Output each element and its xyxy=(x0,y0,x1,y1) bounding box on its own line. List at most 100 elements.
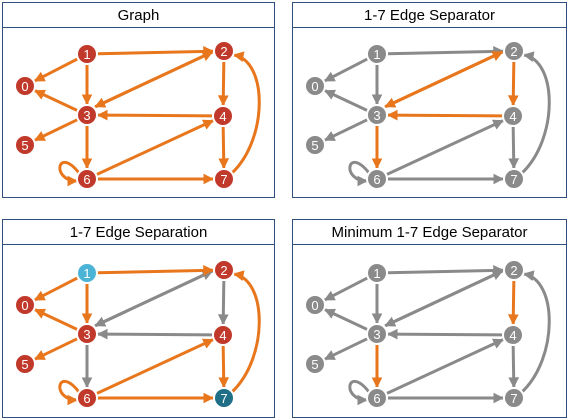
node-circle xyxy=(502,105,524,127)
graph-node-1: 1 xyxy=(366,262,388,284)
node-circle xyxy=(304,353,326,375)
panel-title-text: 1-7 Edge Separator xyxy=(364,6,495,24)
node-circle xyxy=(76,262,98,284)
edge-2-to-3 xyxy=(384,50,503,109)
graph-node-0: 0 xyxy=(14,294,36,316)
panel-title: Graph xyxy=(2,2,275,28)
node-label: 6 xyxy=(83,391,90,406)
node-label: 1 xyxy=(373,47,380,62)
edge-6-to-4 xyxy=(96,338,214,395)
node-circle xyxy=(503,40,525,62)
edge-4-to-7 xyxy=(508,345,520,389)
node-circle xyxy=(76,387,98,409)
edge-1-to-0 xyxy=(323,276,368,302)
node-label: 3 xyxy=(373,108,380,123)
graph-node-4: 4 xyxy=(212,324,234,346)
edge-2-to-4 xyxy=(507,61,519,107)
edge-3-to-0 xyxy=(323,89,368,112)
node-circle xyxy=(213,259,235,281)
node-label: 5 xyxy=(311,357,318,372)
graph-node-5: 5 xyxy=(14,353,36,375)
node-circle xyxy=(76,43,98,65)
panel-title: 1-7 Edge Separator xyxy=(292,2,567,28)
node-label: 5 xyxy=(311,138,318,153)
graph-node-3: 3 xyxy=(76,104,98,126)
edge-3-to-5 xyxy=(323,337,368,361)
edge-3-to-5 xyxy=(323,118,368,142)
edge-1-to-2 xyxy=(97,265,215,276)
node-circle xyxy=(366,323,388,345)
edge-7-to-2 xyxy=(230,270,261,394)
graph-node-4: 4 xyxy=(502,324,524,346)
node-label: 3 xyxy=(83,327,90,342)
edge-2-to-4 xyxy=(217,61,229,107)
edge-1-to-0 xyxy=(33,276,78,302)
edge-2-to-3 xyxy=(94,50,213,109)
edge-4-to-3 xyxy=(386,328,503,340)
node-circle xyxy=(503,259,525,281)
node-circle xyxy=(14,75,36,97)
graph-node-3: 3 xyxy=(366,323,388,345)
graph-node-6: 6 xyxy=(76,168,98,190)
node-label: 6 xyxy=(373,172,380,187)
edge-4-to-3 xyxy=(96,109,213,121)
node-label: 7 xyxy=(220,172,227,187)
panel-title-text: 1-7 Edge Separation xyxy=(69,223,208,241)
graph-node-2: 2 xyxy=(503,40,525,62)
edge-3-to-5 xyxy=(33,337,78,361)
edge-4-to-7 xyxy=(508,126,520,170)
node-label: 0 xyxy=(311,79,318,94)
node-label: 2 xyxy=(510,44,517,59)
node-label: 7 xyxy=(220,391,227,406)
edge-3-to-0 xyxy=(323,308,368,331)
edge-6-to-4 xyxy=(386,119,504,176)
node-label: 6 xyxy=(373,391,380,406)
node-circle xyxy=(366,387,388,409)
node-label: 4 xyxy=(219,328,226,343)
node-label: 0 xyxy=(311,298,318,313)
graph-node-4: 4 xyxy=(502,105,524,127)
node-label: 4 xyxy=(509,328,516,343)
node-label: 5 xyxy=(21,357,28,372)
panel-title: Minimum 1-7 Edge Separator xyxy=(292,219,567,245)
node-circle xyxy=(366,262,388,284)
edge-4-to-3 xyxy=(96,328,213,340)
node-label: 3 xyxy=(373,327,380,342)
node-circle xyxy=(213,40,235,62)
node-label: 0 xyxy=(21,79,28,94)
node-circle xyxy=(14,294,36,316)
node-label: 4 xyxy=(219,109,226,124)
edge-1-to-0 xyxy=(323,57,368,83)
edge-1-to-2 xyxy=(387,265,505,276)
panel-title-text: Graph xyxy=(117,6,160,24)
node-label: 0 xyxy=(21,298,28,313)
edge-7-to-2 xyxy=(520,270,551,394)
graph-node-0: 0 xyxy=(304,75,326,97)
edge-6-to-6 xyxy=(58,379,81,406)
graph-node-6: 6 xyxy=(366,387,388,409)
node-circle xyxy=(212,105,234,127)
edge-4-to-7 xyxy=(218,126,230,170)
edge-2-to-3 xyxy=(94,269,213,328)
node-circle xyxy=(76,168,98,190)
node-label: 6 xyxy=(83,172,90,187)
edge-3-to-5 xyxy=(33,118,78,142)
node-circle xyxy=(76,323,98,345)
graph-node-5: 5 xyxy=(304,353,326,375)
node-circle xyxy=(503,387,525,409)
graph-node-0: 0 xyxy=(14,75,36,97)
node-label: 2 xyxy=(220,263,227,278)
edge-3-to-0 xyxy=(33,89,78,112)
graph-node-3: 3 xyxy=(366,104,388,126)
node-label: 1 xyxy=(373,266,380,281)
edge-6-to-6 xyxy=(348,379,371,406)
panel-title-text: Minimum 1-7 Edge Separator xyxy=(331,223,528,241)
edge-1-to-0 xyxy=(33,57,78,83)
node-circle xyxy=(304,294,326,316)
node-circle xyxy=(14,353,36,375)
node-label: 5 xyxy=(21,138,28,153)
node-label: 3 xyxy=(83,108,90,123)
graph-node-2: 2 xyxy=(503,259,525,281)
graph-node-7: 7 xyxy=(213,168,235,190)
